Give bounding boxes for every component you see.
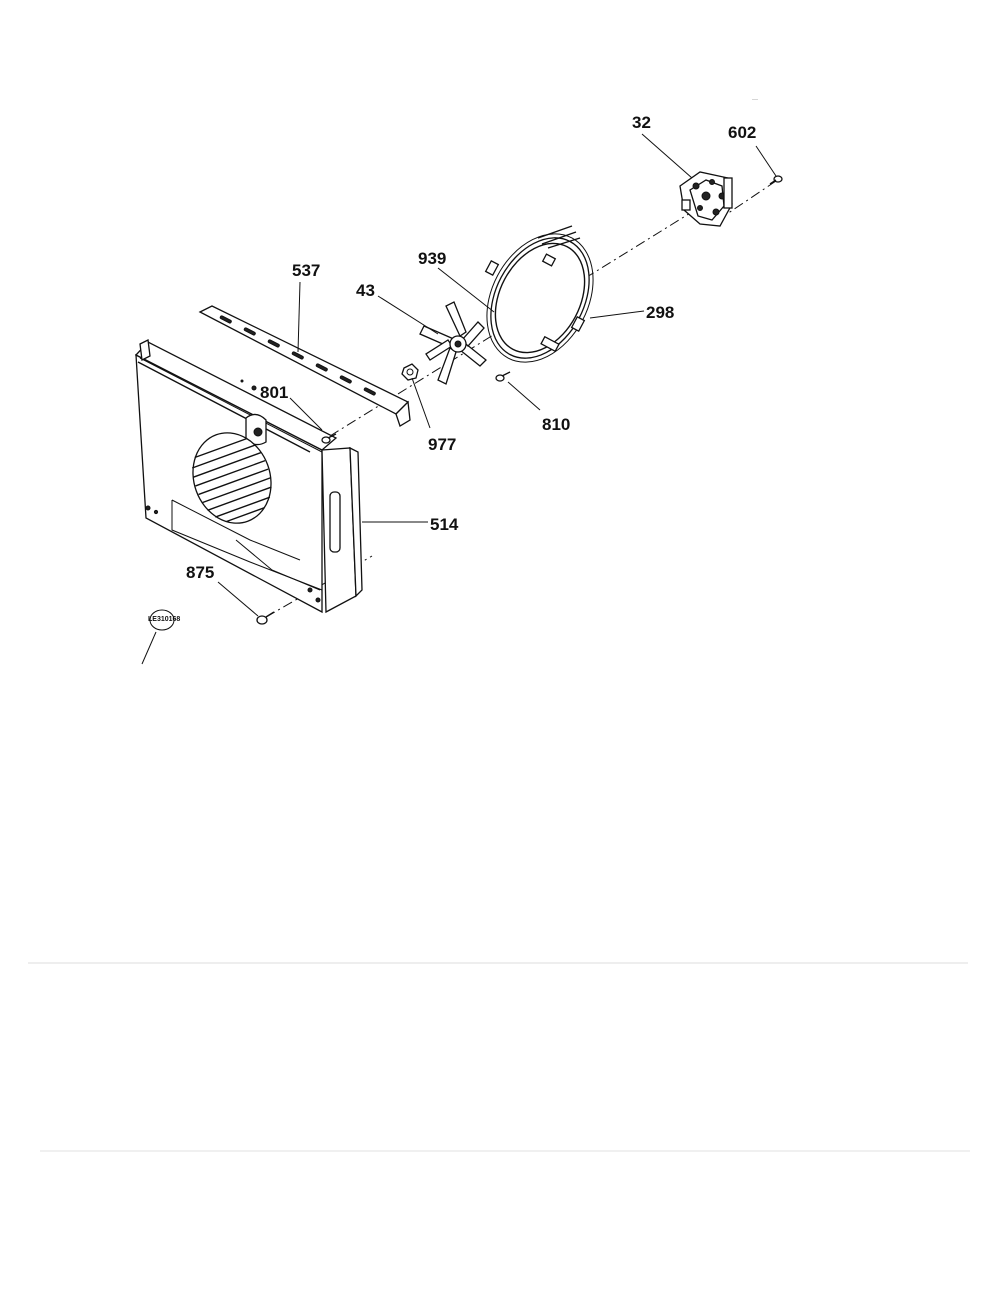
- bracket-slots: [219, 315, 376, 396]
- heating-element: [484, 225, 594, 363]
- screw-810: [495, 371, 511, 382]
- pilot-hole-dot: [251, 385, 257, 391]
- assembly-axis-screw-602: [717, 180, 777, 221]
- leader-lines: [141, 133, 777, 665]
- callout-537: 537: [292, 261, 320, 280]
- callout-939: 939: [418, 249, 446, 268]
- scan-noise: [28, 99, 970, 1152]
- pilot-hole-dot: [240, 379, 244, 383]
- callout-602: 602: [728, 123, 756, 142]
- fan-blade: [419, 301, 487, 385]
- figure-code-loop: [149, 609, 175, 631]
- screw-801: [321, 433, 337, 444]
- figure-code: LE310168: [148, 616, 180, 623]
- fan-nut: [401, 363, 419, 381]
- callout-32: 32: [632, 113, 651, 132]
- callout-43: 43: [356, 281, 375, 300]
- screw-602: [769, 175, 783, 185]
- callout-298: 298: [646, 303, 674, 322]
- grille-slots: [191, 437, 272, 523]
- fan-motor: [679, 171, 733, 227]
- callout-514: 514: [430, 515, 459, 534]
- callout-875: 875: [186, 563, 214, 582]
- callout-977: 977: [428, 435, 456, 454]
- callout-810: 810: [542, 415, 570, 434]
- screw-875: [256, 611, 275, 625]
- mounting-bracket: [198, 305, 411, 427]
- assembly-axis-main: [329, 206, 701, 437]
- back-panel: [134, 339, 363, 614]
- callout-801: 801: [260, 383, 288, 402]
